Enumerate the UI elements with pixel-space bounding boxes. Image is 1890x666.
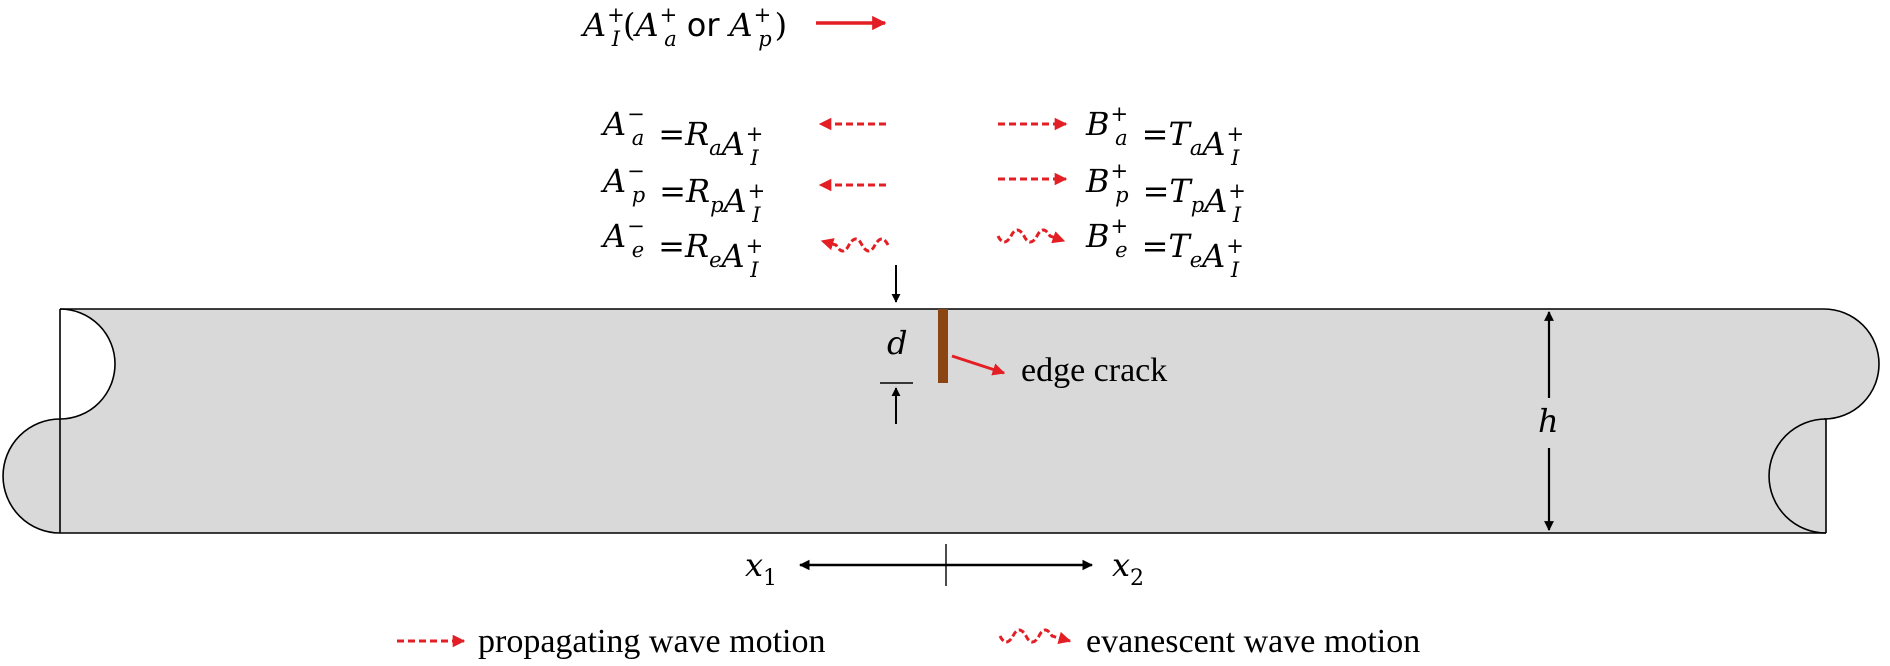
reflected-equation-1: A−a=RaA+I (600, 102, 763, 170)
plate-right-cut-upper (1823, 308, 1880, 420)
crack-label: edge crack (1021, 352, 1167, 389)
plate-left-lobe (3, 419, 61, 533)
plate-left-cut-lower (2, 418, 61, 534)
crack-pointer-arrow (951, 354, 1006, 376)
axis-label-x2: x2 (1112, 546, 1144, 591)
propagating-legend-label: propagating wave motion (478, 623, 825, 660)
edge-crack (938, 309, 948, 383)
legend: propagating wave motion evanescent wave … (397, 623, 1420, 660)
evanescent-legend-icon (998, 628, 1072, 645)
reflected-equation-2: A−p=RpA+I (600, 159, 765, 227)
transmitted-equation-3: B+e=TeA+I (1085, 214, 1244, 282)
plate-right-lobe (1824, 309, 1879, 419)
axis-label-x1: x1 (745, 546, 777, 591)
plate-right-cut-lower (1768, 418, 1827, 534)
thickness-label: h (1538, 402, 1559, 440)
transmitted-equation-1: B+a=TaA+I (1085, 102, 1244, 170)
reflected-e-arrow (820, 237, 890, 253)
transmitted-equations: B+a=TaA+IB+p=TpA+IB+e=TeA+I (1085, 102, 1246, 282)
transmitted-e-arrow (996, 228, 1066, 244)
plate-left-cut-upper (59, 308, 116, 420)
evanescent-legend-label: evanescent wave motion (1086, 623, 1420, 660)
transmitted-equation-2: B+p=TpA+I (1085, 159, 1246, 227)
depth-label: d (887, 324, 907, 362)
plate-body (3, 309, 1880, 533)
reflected-equations: A−a=RaA+IA−p=RpA+IA−e=ReA+I (600, 102, 765, 282)
reflected-equation-3: A−e=ReA+I (600, 214, 763, 282)
